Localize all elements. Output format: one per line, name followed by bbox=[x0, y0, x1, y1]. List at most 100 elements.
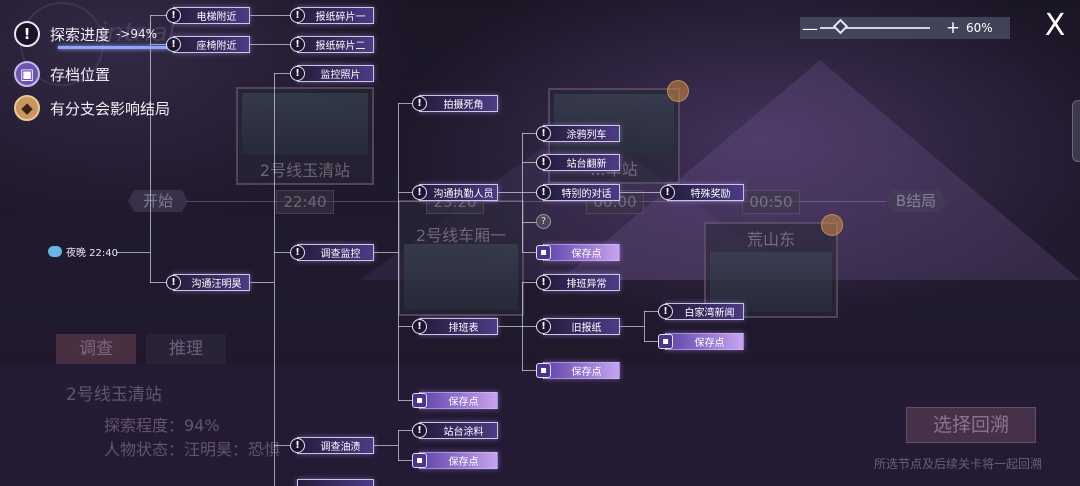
exclamation-icon: ! bbox=[660, 185, 675, 200]
connector bbox=[150, 15, 166, 16]
unknown-node-icon[interactable]: ? bbox=[536, 214, 551, 229]
node-graffiti-train[interactable]: !涂鸦列车 bbox=[536, 125, 620, 142]
exclamation-icon: ! bbox=[536, 185, 551, 200]
scene-card-yuqing: 2号线玉清站 bbox=[236, 87, 374, 185]
exclamation-icon: ! bbox=[412, 319, 427, 334]
connector bbox=[620, 192, 660, 193]
node-old-newspaper[interactable]: !旧报纸 bbox=[536, 318, 620, 335]
scene-card-carriage: 2号线车厢一 bbox=[398, 200, 524, 316]
explore-degree: 探索程度：94% bbox=[104, 416, 220, 435]
node-cctv-photo[interactable]: !监控照片 bbox=[290, 65, 374, 82]
save-icon: ▪ bbox=[536, 363, 551, 378]
connector bbox=[522, 370, 536, 371]
time-label: 22:40 bbox=[276, 190, 334, 214]
connector bbox=[116, 252, 150, 253]
node-seats[interactable]: !座椅附近 bbox=[166, 36, 250, 53]
node-newspaper-2[interactable]: !报纸碎片二 bbox=[290, 36, 374, 53]
station-name: 2号线玉清站 bbox=[66, 385, 162, 405]
node-schedule-anomaly[interactable]: !排班异常 bbox=[536, 274, 620, 291]
progress-fill bbox=[58, 46, 171, 49]
node-oil-stain[interactable]: !调查油渍 bbox=[290, 437, 374, 454]
zoom-out-button[interactable]: — bbox=[802, 18, 818, 38]
node-partial[interactable] bbox=[290, 479, 374, 486]
timeline-line bbox=[186, 201, 886, 202]
legend-branch: ◆ 有分支会影响结局 bbox=[14, 95, 170, 121]
connector bbox=[274, 445, 290, 446]
connector bbox=[374, 252, 398, 253]
exclamation-icon: ! bbox=[290, 37, 305, 52]
node-schedule[interactable]: !排班表 bbox=[412, 318, 498, 335]
character-status: 人物状态：汪明昊：恐惧 bbox=[104, 440, 281, 459]
save-icon: ▣ bbox=[14, 61, 40, 87]
node-baijiawan-news[interactable]: !白家湾新闻 bbox=[658, 303, 744, 320]
connector bbox=[150, 44, 166, 45]
save-icon: ▪ bbox=[536, 245, 551, 260]
side-panel-handle[interactable] bbox=[1072, 100, 1080, 162]
cloud-moon-icon bbox=[48, 246, 62, 257]
connector bbox=[250, 282, 274, 283]
save-icon: ▪ bbox=[658, 334, 673, 349]
connector bbox=[250, 44, 290, 45]
connector bbox=[374, 445, 398, 446]
connector bbox=[522, 133, 536, 134]
exclamation-icon: ! bbox=[536, 319, 551, 334]
node-elevator[interactable]: !电梯附近 bbox=[166, 7, 250, 24]
node-special-reward[interactable]: !特殊奖励 bbox=[660, 184, 744, 201]
connector bbox=[498, 192, 522, 193]
branch-badge-icon bbox=[667, 80, 689, 102]
connector bbox=[250, 15, 290, 16]
connector bbox=[398, 400, 412, 401]
zoom-control: — + 60% bbox=[800, 17, 1010, 39]
exclamation-icon: ! bbox=[412, 185, 427, 200]
exclamation-icon: ! bbox=[290, 245, 305, 260]
close-button[interactable]: X bbox=[1044, 8, 1066, 43]
tab-reasoning[interactable]: 推理 bbox=[146, 334, 226, 364]
node-check-cctv[interactable]: !调查监控 bbox=[290, 244, 374, 261]
node-save-point[interactable]: ▪保存点 bbox=[412, 452, 498, 469]
exclamation-icon: ! bbox=[536, 275, 551, 290]
connector bbox=[398, 430, 399, 461]
rewind-hint: 所选节点及后续关卡将一起回溯 bbox=[874, 457, 1043, 471]
node-talk-duty[interactable]: !沟通执勤人员 bbox=[412, 184, 498, 201]
zoom-in-button[interactable]: + bbox=[945, 18, 961, 38]
exclamation-icon: ! bbox=[290, 438, 305, 453]
connector bbox=[398, 326, 412, 327]
connector bbox=[398, 430, 412, 431]
node-platform-renovation[interactable]: !站台翻新 bbox=[536, 154, 620, 171]
node-newspaper-1[interactable]: !报纸碎片一 bbox=[290, 7, 374, 24]
connector bbox=[522, 162, 536, 163]
branch-icon: ◆ bbox=[14, 95, 40, 121]
exclamation-icon: ! bbox=[166, 275, 181, 290]
info-panel-background bbox=[0, 365, 1080, 486]
tab-investigate[interactable]: 调查 bbox=[56, 334, 136, 364]
exclamation-icon: ! bbox=[14, 21, 40, 47]
node-talk-wang[interactable]: !沟通汪明昊 bbox=[166, 274, 250, 291]
node-save-point[interactable]: ▪保存点 bbox=[658, 333, 744, 350]
connector bbox=[274, 73, 275, 486]
node-platform-paint[interactable]: !站台涂料 bbox=[412, 422, 498, 439]
progress-bar bbox=[58, 46, 178, 49]
node-save-point[interactable]: ▪保存点 bbox=[412, 392, 498, 409]
node-blind-spot[interactable]: !拍摄死角 bbox=[412, 95, 498, 112]
save-icon: ▪ bbox=[412, 393, 427, 408]
exclamation-icon: ! bbox=[412, 96, 427, 111]
connector bbox=[398, 460, 412, 461]
connector bbox=[150, 15, 151, 283]
zoom-slider[interactable] bbox=[820, 18, 930, 35]
zoom-slider-thumb[interactable] bbox=[832, 18, 849, 35]
connector bbox=[522, 252, 536, 253]
node-save-point[interactable]: ▪保存点 bbox=[536, 244, 620, 261]
exclamation-icon: ! bbox=[536, 126, 551, 141]
select-rewind-button[interactable]: 选择回溯 bbox=[906, 407, 1036, 443]
exclamation-icon: ! bbox=[166, 8, 181, 23]
connector bbox=[398, 192, 412, 193]
node-save-point[interactable]: ▪保存点 bbox=[536, 362, 620, 379]
connector bbox=[498, 326, 522, 327]
connector bbox=[522, 282, 536, 283]
node-special-talk[interactable]: !特别的对话 bbox=[536, 184, 620, 201]
connector bbox=[620, 326, 644, 327]
legend-progress: ! 探索进度 ->94% bbox=[14, 21, 157, 47]
exclamation-icon: ! bbox=[290, 66, 305, 81]
connector bbox=[150, 282, 166, 283]
